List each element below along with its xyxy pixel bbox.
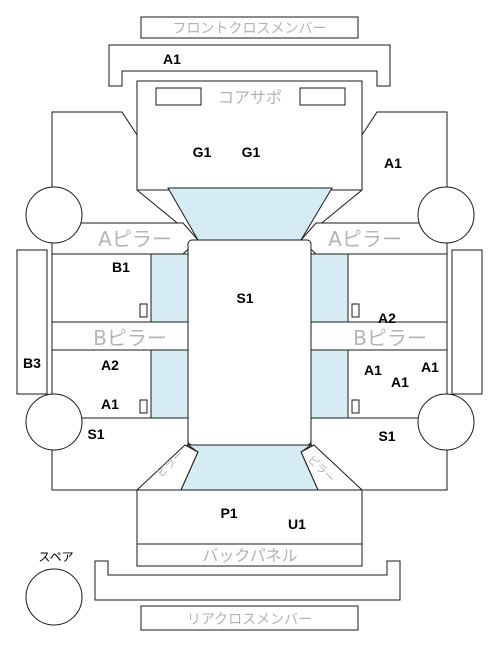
- b-pillar-right-label: Bピラー: [353, 326, 427, 350]
- wheel-front-left: [25, 186, 83, 244]
- right-rocker-panel: [451, 249, 483, 395]
- code-left-rear-door-upper: A2: [101, 357, 119, 373]
- back-panel-label: バックパネル: [202, 546, 297, 565]
- headlight-left: [155, 87, 202, 106]
- right-front-window: [310, 253, 349, 323]
- core-support-label: コアサポ: [218, 88, 282, 107]
- code-front-member: A1: [163, 51, 181, 67]
- roof: [187, 239, 312, 446]
- door-handle-lr: [139, 399, 148, 414]
- code-right-rear-door-3: A1: [421, 359, 439, 375]
- front-member: [108, 44, 391, 87]
- front-cross-member: フロントクロスメンバー: [140, 16, 359, 39]
- rear-cross-member-label: リアクロスメンバー: [187, 612, 312, 628]
- left-rear-window: [150, 349, 189, 419]
- code-cabin: S1: [236, 290, 253, 306]
- wheel-rear-right: [417, 393, 475, 451]
- code-right-rear: S1: [378, 428, 395, 444]
- code-left-side-panel: B3: [23, 355, 41, 371]
- rear-member: [94, 560, 401, 601]
- front-cross-member-label: フロントクロスメンバー: [173, 21, 327, 37]
- rear-cross-member: リアクロスメンバー: [140, 605, 359, 631]
- code-core-right: G1: [242, 144, 261, 160]
- code-core-left: G1: [193, 144, 212, 160]
- spare-label: スペア: [38, 550, 73, 564]
- left-front-window: [150, 253, 189, 323]
- b-pillar-left-label: Bピラー: [93, 326, 167, 350]
- code-front-right: A1: [384, 155, 402, 171]
- code-trunk-left: P1: [220, 505, 237, 521]
- back-panel: [136, 543, 363, 567]
- headlight-right: [299, 87, 346, 106]
- wheel-front-right: [417, 186, 475, 244]
- code-left-rear-door-lower: A1: [101, 396, 119, 412]
- a-pillar-left-label: Aピラー: [98, 227, 172, 251]
- a-pillar-right-label: Aピラー: [328, 227, 402, 251]
- code-right-rear-door-1: A1: [364, 362, 382, 378]
- trunk-lid: [136, 489, 363, 545]
- code-left-rear: S1: [87, 426, 104, 442]
- door-handle-lf: [139, 303, 148, 318]
- right-rear-window: [310, 349, 349, 419]
- wheel-rear-left: [25, 393, 83, 451]
- door-handle-rf: [351, 303, 360, 318]
- rear-window: [180, 444, 319, 491]
- door-handle-rr: [351, 399, 360, 414]
- code-right-front-door: A2: [378, 310, 396, 326]
- code-trunk-right: U1: [288, 516, 306, 532]
- code-right-rear-door-2: A1: [391, 374, 409, 390]
- code-left-front-door: B1: [112, 259, 130, 275]
- b-pillar-left: [51, 321, 189, 351]
- spare-tire: [25, 568, 83, 626]
- left-rocker-panel: [16, 249, 48, 395]
- b-pillar-right: [310, 321, 448, 351]
